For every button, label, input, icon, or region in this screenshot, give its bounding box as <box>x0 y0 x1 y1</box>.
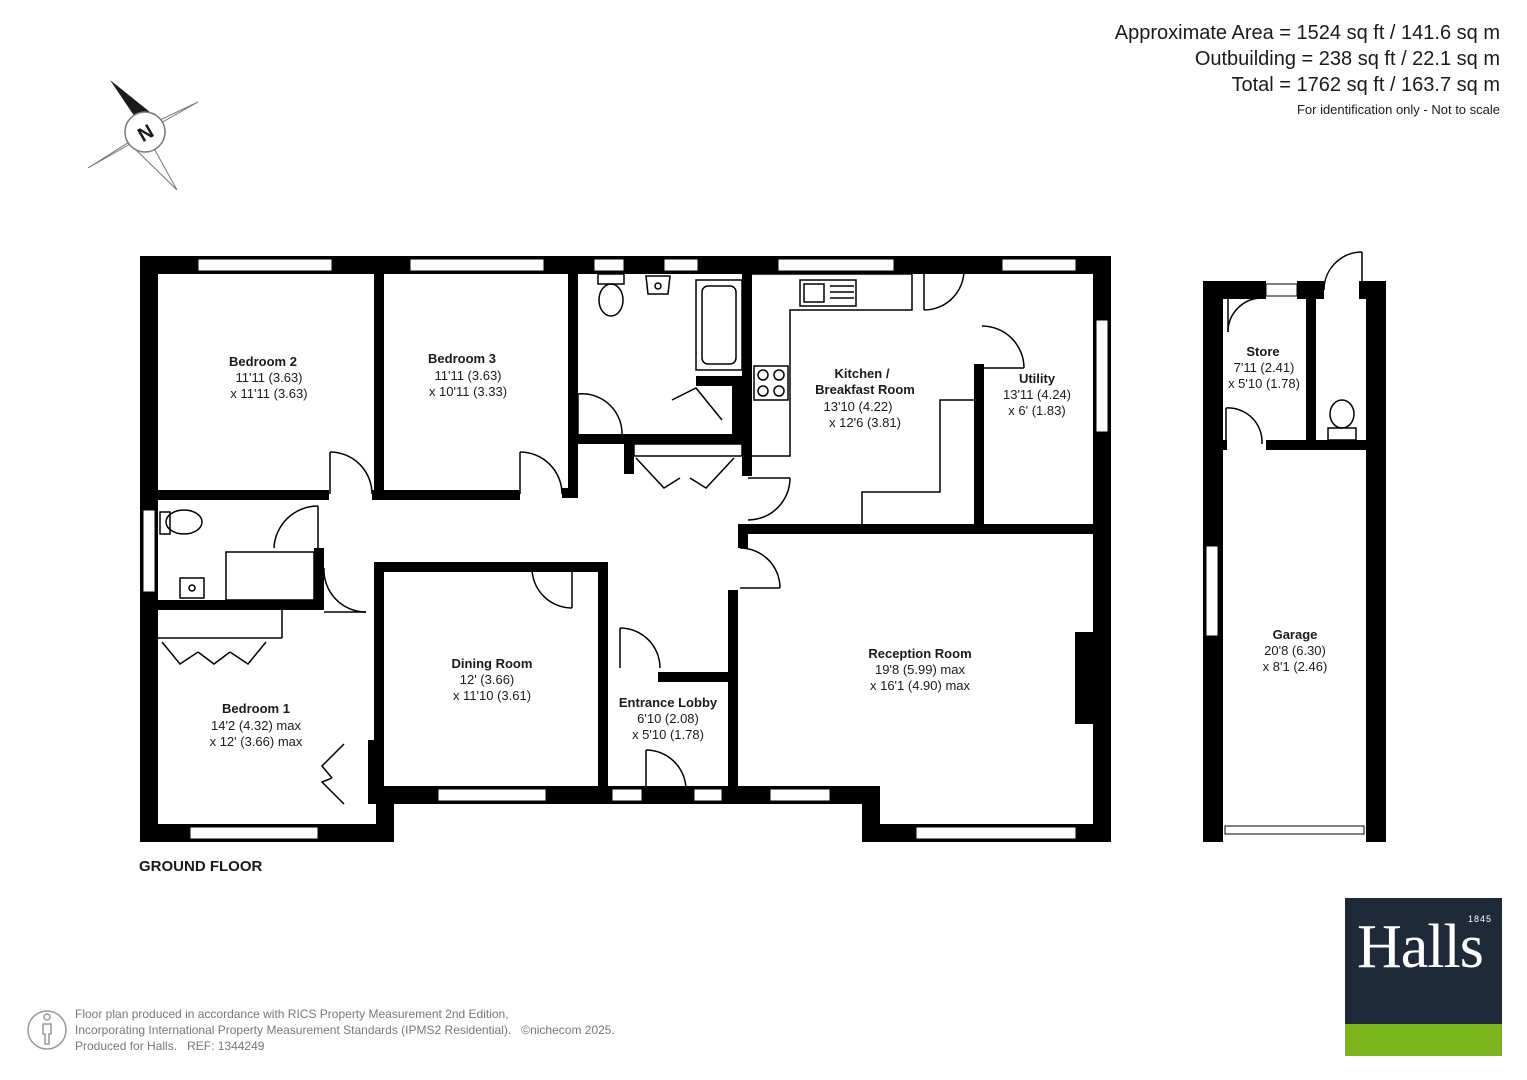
room-dining: Dining Room 12' (3.66) x 11'10 (3.61) <box>452 656 533 703</box>
footer-line-3: Produced for Halls. REF: 1344249 <box>75 1039 265 1053</box>
approximate-area: Approximate Area = 1524 sq ft / 141.6 sq… <box>1114 22 1500 44</box>
house-walls <box>140 256 1111 842</box>
room-name: Bedroom 3 <box>428 351 496 366</box>
door-swings <box>158 269 1025 805</box>
footer-notes: Floor plan produced in accordance with R… <box>75 1006 615 1054</box>
logo-navy-panel: Halls 1845 <box>1345 898 1502 1024</box>
room-dimension: 7'11 (2.41) <box>1234 360 1295 375</box>
room-name: Bedroom 2 <box>229 354 297 369</box>
room-dimension: x 6' (1.83) <box>1008 403 1065 418</box>
room-reception: Reception Room 19'8 (5.99) max x 16'1 (4… <box>868 646 971 693</box>
room-utility: Utility 13'11 (4.24) x 6' (1.83) <box>1003 371 1071 418</box>
identification-note: For identification only - Not to scale <box>1296 102 1500 117</box>
room-bedroom-3: Bedroom 3 11'11 (3.63) x 10'11 (3.33) <box>428 351 507 399</box>
room-dimension: 6'10 (2.08) <box>637 711 699 726</box>
logo-year: 1845 <box>1467 914 1492 924</box>
room-dimension: x 10'11 (3.33) <box>429 384 507 399</box>
room-name: Reception Room <box>868 646 971 661</box>
room-store: Store 7'11 (2.41) x 5'10 (1.78) <box>1228 344 1300 391</box>
room-dimension: 13'10 (4.22) <box>824 399 893 414</box>
room-dimension: x 11'10 (3.61) <box>453 688 531 703</box>
room-kitchen-breakfast: Kitchen / Breakfast Room 13'10 (4.22) x … <box>815 366 915 430</box>
room-garage: Garage 20'8 (6.30) x 8'1 (2.46) <box>1263 627 1328 674</box>
room-dimension: 11'11 (3.63) <box>235 370 302 385</box>
room-bedroom-2: Bedroom 2 11'11 (3.63) x 11'11 (3.63) <box>229 354 308 401</box>
room-dimension: 13'11 (4.24) <box>1003 387 1071 402</box>
logo-wordmark: Halls <box>1357 913 1484 981</box>
room-name: Bedroom 1 <box>222 701 290 716</box>
room-name: Entrance Lobby <box>619 695 718 710</box>
room-dimension: 20'8 (6.30) <box>1264 643 1326 658</box>
footer-copyright: ©nichecom 2025. <box>521 1023 615 1037</box>
room-dimension: 11'11 (3.63) <box>434 368 501 383</box>
bathroom-fixtures <box>159 273 743 601</box>
outbuilding-doors <box>1225 251 1363 445</box>
outbuilding-windows <box>1205 283 1365 835</box>
halls-logo: Halls 1845 <box>1345 898 1502 1056</box>
room-dimension: x 16'1 (4.90) max <box>870 678 971 693</box>
room-dimension: x 5'10 (1.78) <box>632 727 704 742</box>
outbuilding-walls <box>1203 281 1386 842</box>
room-dimension: x 12'6 (3.81) <box>829 415 901 430</box>
floor-label: GROUND FLOOR <box>139 858 262 875</box>
windows <box>142 258 1109 840</box>
outbuilding-area: Outbuilding = 238 sq ft / 22.1 sq m <box>1194 48 1500 70</box>
room-dimension: 12' (3.66) <box>460 672 515 687</box>
room-bedroom-1: Bedroom 1 14'2 (4.32) max x 12' (3.66) m… <box>210 701 303 749</box>
room-dimension: x 11'11 (3.63) <box>230 386 307 401</box>
room-name: Breakfast Room <box>815 382 915 397</box>
room-name: Garage <box>1273 627 1318 642</box>
room-dimension: 14'2 (4.32) max <box>211 718 301 733</box>
room-name: Utility <box>1019 371 1056 386</box>
room-dimension: 19'8 (5.99) max <box>875 662 965 677</box>
logo-green-band <box>1345 1024 1502 1056</box>
area-summary: Approximate Area = 1524 sq ft / 141.6 sq… <box>1115 20 1500 120</box>
north-compass-icon: N <box>87 80 199 191</box>
total-area: Total = 1762 sq ft / 163.7 sq m <box>1231 74 1501 96</box>
footer-line-2: Incorporating International Property Mea… <box>75 1023 615 1037</box>
room-name: Kitchen / <box>835 366 890 381</box>
footer-line-1: Floor plan produced in accordance with R… <box>75 1007 509 1021</box>
kitchen-fixtures <box>752 273 976 526</box>
room-dimension: x 8'1 (2.46) <box>1263 659 1328 674</box>
person-icon <box>27 1010 67 1050</box>
room-name: Dining Room <box>452 656 533 671</box>
room-dimension: x 12' (3.66) max <box>210 734 303 749</box>
room-name: Store <box>1246 344 1279 359</box>
room-entrance-lobby: Entrance Lobby 6'10 (2.08) x 5'10 (1.78) <box>619 695 718 742</box>
footer-ref: REF: 1344249 <box>187 1039 265 1053</box>
room-dimension: x 5'10 (1.78) <box>1228 376 1300 391</box>
